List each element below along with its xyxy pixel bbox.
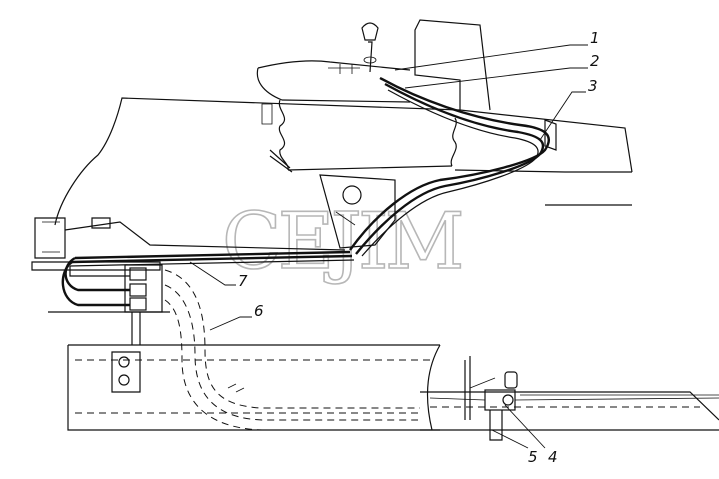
- upper-hose-bundle: [349, 76, 557, 257]
- lower-hose-bundle: [61, 250, 355, 307]
- gear-lever: [328, 22, 379, 74]
- flexible-hose-loop: [164, 269, 420, 431]
- callout-label-1: 1: [590, 29, 600, 47]
- watermark-text: CEJIM: [222, 197, 461, 287]
- callout-label-5: 5: [528, 448, 538, 466]
- lower-valve-block: [48, 264, 170, 393]
- callout-label-2: 2: [590, 52, 600, 70]
- callout-label-4: 4: [548, 448, 558, 466]
- frame-rail: [67, 344, 719, 431]
- callout-label-7: 7: [238, 272, 248, 290]
- lower-right-valve-assembly: [429, 356, 719, 441]
- gear-boot-bellows: [261, 99, 457, 173]
- callout-leaders: [189, 44, 588, 449]
- callout-label-3: 3: [588, 77, 598, 95]
- callout-label-6: 6: [254, 302, 264, 320]
